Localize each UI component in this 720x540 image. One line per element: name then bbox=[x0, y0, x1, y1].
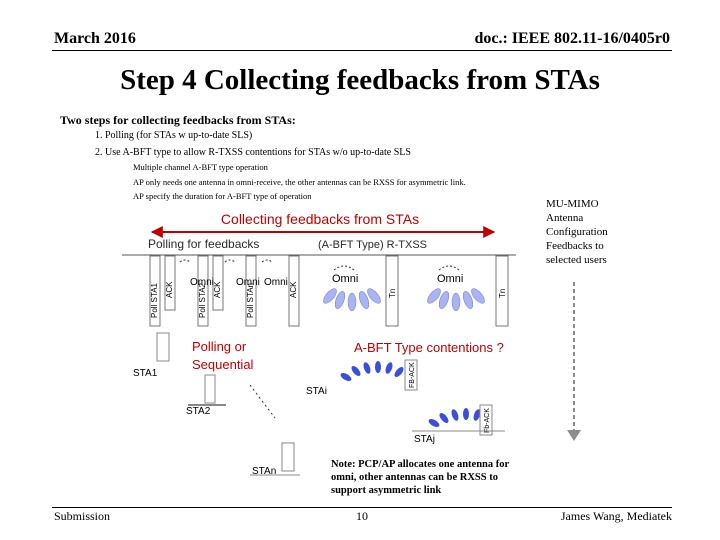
stan-response-slot bbox=[281, 442, 295, 472]
sta-label: STAn bbox=[252, 466, 276, 477]
footer-author: James Wang, Mediatek bbox=[560, 509, 672, 523]
ack-slot-label: ACK bbox=[213, 281, 222, 298]
pcp-ap-note: Note: PCP/AP allocates one antenna for o… bbox=[331, 458, 509, 497]
omni-label: Omni bbox=[332, 273, 358, 285]
mu-mimo-line: Configuration bbox=[546, 226, 608, 238]
note-line: omni, other antennas can be RXSS to bbox=[331, 472, 498, 483]
header-date: March 2016 bbox=[54, 30, 136, 47]
footer-rule bbox=[52, 507, 672, 508]
sta-label: STAj bbox=[414, 434, 435, 445]
poll-slot-label: Poll STAn bbox=[246, 283, 255, 318]
header-rule bbox=[52, 50, 672, 51]
mu-mimo-line: MU-MIMO bbox=[546, 198, 599, 210]
omni-arc bbox=[179, 259, 191, 263]
bullet-level2-item: 2. Use A-BFT type to allow R-TXSS conten… bbox=[95, 147, 411, 158]
staj-fb-ack-slot bbox=[479, 404, 493, 436]
mu-mimo-line: selected users bbox=[546, 254, 607, 266]
bullet-level3-item: Multiple channel A-BFT type operation bbox=[133, 162, 268, 172]
stai-fb-ack-slot bbox=[404, 359, 418, 391]
omni-label: Omni bbox=[190, 277, 214, 288]
poll-slot-label: Poll STA1 bbox=[150, 282, 159, 318]
tn-label: Tn bbox=[388, 289, 397, 298]
bullet-level1: Two steps for collecting feedbacks from … bbox=[60, 113, 296, 127]
sequential-label: Sequential bbox=[192, 357, 254, 372]
mu-mimo-arrow-head bbox=[567, 430, 581, 441]
omni-arc bbox=[333, 265, 355, 271]
tn-slot bbox=[385, 255, 399, 327]
omni-arc bbox=[261, 259, 273, 263]
sta1-response-slot bbox=[156, 332, 170, 362]
sta2-response-slot bbox=[204, 374, 216, 404]
omni-label: Omni bbox=[437, 273, 463, 285]
poll-slot bbox=[149, 255, 161, 327]
rxss-beams bbox=[427, 288, 485, 312]
omni-label: Omni bbox=[236, 277, 260, 288]
sta-label: STA2 bbox=[186, 406, 211, 417]
ack-slot bbox=[288, 255, 300, 327]
sta-label: STA1 bbox=[133, 368, 158, 379]
abft-label: (A-BFT Type) R-TXSS bbox=[318, 239, 427, 251]
staj-tx-beams bbox=[428, 408, 481, 427]
fb-ack-label: Fb-ACK bbox=[484, 408, 491, 433]
poll-slot bbox=[245, 255, 257, 327]
footer-page-number: 10 bbox=[356, 509, 368, 523]
mu-mimo-note: MU-MIMO Antenna Configuration Feedbacks … bbox=[546, 197, 608, 267]
omni-arc bbox=[438, 265, 460, 271]
poll-slot-label: Poll STA2 bbox=[198, 282, 207, 318]
tn-slot bbox=[495, 255, 509, 327]
fb-ack-label: FB-ACK bbox=[409, 362, 416, 388]
stai-tx-beams bbox=[340, 361, 404, 381]
rxss-beams bbox=[323, 288, 381, 312]
ack-slot bbox=[164, 255, 176, 311]
bullet-level3-item: AP specify the duration for A-BFT type o… bbox=[133, 191, 312, 201]
header-doc-id: doc.: IEEE 802.11-16/0405r0 bbox=[474, 30, 670, 47]
bullet-level3-item: AP only needs one antenna in omni-receiv… bbox=[133, 177, 466, 187]
note-line: Note: PCP/AP allocates one antenna for bbox=[331, 459, 510, 470]
ack-slot-label: ACK bbox=[289, 281, 298, 298]
footer-submission: Submission bbox=[54, 509, 111, 523]
ack-slot-label: ACK bbox=[165, 281, 174, 298]
tn-label: Tn bbox=[498, 289, 507, 298]
mu-mimo-line: Feedbacks to bbox=[546, 240, 604, 252]
ellipsis-dots bbox=[249, 384, 276, 419]
slide-title: Step 4 Collecting feedbacks from STAs bbox=[120, 64, 600, 96]
ack-slot bbox=[212, 255, 224, 311]
polling-label: Polling for feedbacks bbox=[148, 237, 259, 251]
poll-slot-group: Poll STA1 Poll STA2 ACK Poll STAn ACK AC… bbox=[149, 255, 300, 327]
abft-contentions-label: A-BFT Type contentions ? bbox=[354, 340, 504, 355]
omni-label: Omni bbox=[264, 277, 288, 288]
sta2-baseline bbox=[188, 404, 226, 406]
omni-arc bbox=[224, 259, 236, 263]
collecting-label: Collecting feedbacks from STAs bbox=[221, 211, 419, 227]
sta-label: STAi bbox=[306, 386, 327, 397]
note-line: support asymmetric link bbox=[331, 485, 442, 496]
bullet-level2-item: 1. Polling (for STAs w up-to-date SLS) bbox=[95, 130, 253, 141]
mu-mimo-line: Antenna bbox=[546, 212, 584, 224]
polling-or-label: Polling or bbox=[192, 339, 247, 354]
poll-slot bbox=[197, 255, 209, 327]
